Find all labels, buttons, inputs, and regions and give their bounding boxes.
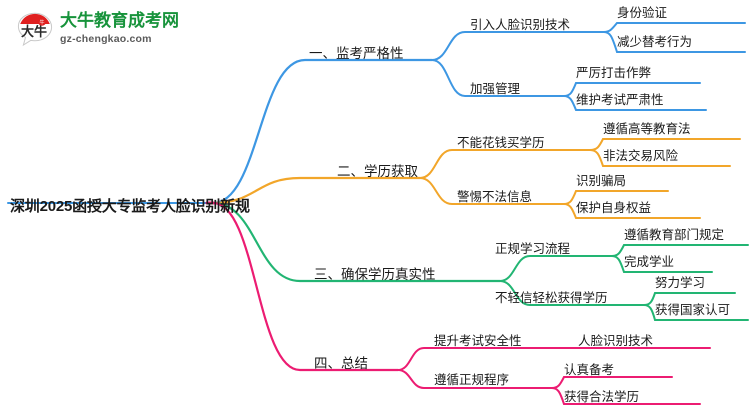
connector-line — [211, 58, 434, 205]
connector-line — [559, 203, 701, 219]
connector-line — [397, 369, 549, 389]
connector-line — [547, 387, 701, 405]
branch-2-child-1-label[interactable]: 不能花钱买学历 — [457, 136, 545, 150]
logo-subtitle: gz-chengkao.com — [60, 33, 152, 45]
connector-line — [211, 201, 502, 283]
branch-4-child-2-label[interactable]: 遵循正规程序 — [434, 373, 510, 387]
site-logo: 大牛 牛 大牛教育成考网 gz-chengkao.com — [12, 6, 182, 56]
branch-1-child-2-label[interactable]: 加强管理 — [470, 82, 521, 96]
svg-text:牛: 牛 — [39, 19, 44, 26]
branch-2-child-1-leaf-2-label[interactable]: 非法交易风险 — [603, 149, 679, 163]
branch-1-child-1-leaf-1-label[interactable]: 身份验证 — [617, 6, 668, 20]
connector-line — [431, 59, 561, 97]
branch-3-child-2-leaf-1-label[interactable]: 努力学习 — [655, 276, 706, 290]
connector-line — [499, 280, 641, 306]
connector-line — [607, 255, 713, 273]
branch-3-child-1-leaf-2-label[interactable]: 完成学业 — [624, 255, 675, 269]
branch-3-child-2-leaf-2-label[interactable]: 获得国家认可 — [655, 303, 731, 317]
logo-text-block: 大牛教育成考网 gz-chengkao.com — [60, 11, 179, 46]
connector-line — [431, 31, 601, 61]
branch-1-label[interactable]: 一、监考严格性 — [309, 46, 404, 61]
connector-line — [211, 176, 422, 205]
branch-2-label[interactable]: 二、学历获取 — [337, 164, 418, 179]
branch-3-child-1-leaf-1-label[interactable]: 遵循教育部门规定 — [624, 228, 725, 242]
branch-4-label[interactable]: 四、总结 — [314, 356, 368, 371]
connector-line — [584, 149, 731, 167]
connector-line — [397, 347, 561, 371]
branch-1-child-1-leaf-2-label[interactable]: 减少替考行为 — [617, 35, 693, 49]
branch-1-child-1-label[interactable]: 引入人脸识别技术 — [470, 18, 571, 32]
branch-4-child-2-leaf-1-label[interactable]: 认真备考 — [564, 363, 615, 377]
connector-line — [599, 31, 746, 53]
connector-line — [419, 149, 586, 179]
branch-3-child-1-label[interactable]: 正规学习流程 — [495, 242, 571, 256]
branch-3-label[interactable]: 三、确保学历真实性 — [314, 267, 436, 282]
connector-line — [639, 304, 749, 321]
branch-4-child-1-label[interactable]: 提升考试安全性 — [434, 334, 522, 348]
svg-text:大牛: 大牛 — [21, 24, 47, 40]
logo-title: 大牛教育成考网 — [60, 11, 179, 30]
branch-1-child-2-leaf-1-label[interactable]: 严厉打击作弊 — [576, 66, 652, 80]
branch-1-child-2-leaf-2-label[interactable]: 维护考试严肃性 — [576, 93, 664, 107]
connector-line — [211, 201, 400, 372]
branch-2-child-1-leaf-1-label[interactable]: 遵循高等教育法 — [603, 122, 691, 136]
branch-3-child-2-label[interactable]: 不轻信轻松获得学历 — [495, 291, 608, 305]
branch-4-child-1-leaf-1-label[interactable]: 人脸识别技术 — [578, 334, 654, 348]
connector-line — [419, 177, 561, 205]
branch-2-child-2-leaf-2-label[interactable]: 保护自身权益 — [576, 201, 652, 215]
branch-4-child-2-leaf-2-label[interactable]: 获得合法学历 — [564, 390, 640, 404]
mindmap-root-label: 深圳2025函授大专监考人脸识别新规 — [10, 198, 250, 215]
daniu-speech-bubble-logo-icon: 大牛 牛 — [17, 12, 53, 47]
branch-2-child-2-label[interactable]: 警惕不法信息 — [457, 190, 533, 204]
connector-line — [499, 255, 609, 282]
branch-2-child-2-leaf-1-label[interactable]: 识别骗局 — [576, 174, 627, 188]
connector-line — [559, 95, 707, 111]
